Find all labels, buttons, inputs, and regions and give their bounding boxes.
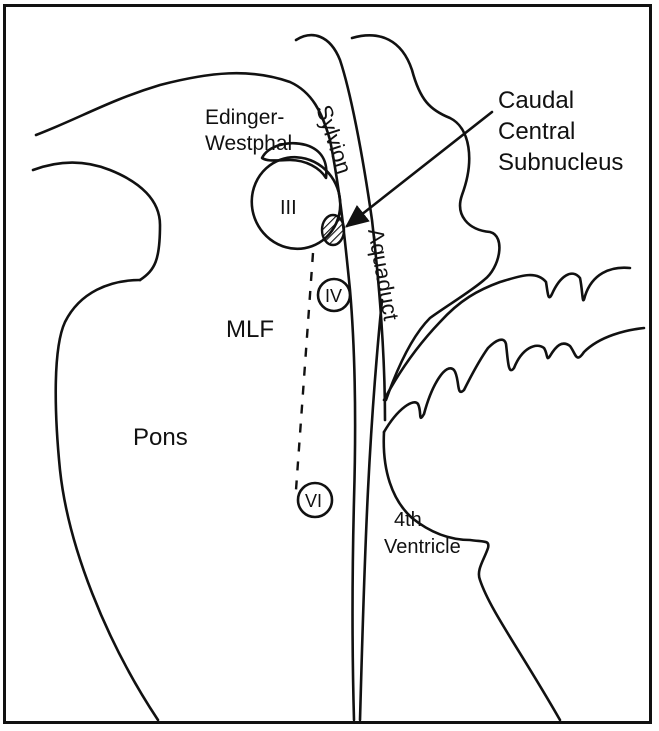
sylvion-label: Sylvion	[311, 102, 357, 177]
midbrain-upper-outline	[36, 73, 355, 720]
edinger-label-line2: Westphal	[205, 132, 292, 155]
ventricle-label-line1: 4th	[394, 509, 422, 531]
cerebellum-folia-top	[384, 268, 630, 400]
nucleus-IV-label: IV	[325, 286, 342, 306]
edinger-label-line1: Edinger-	[205, 106, 284, 129]
mlf-label: MLF	[226, 316, 274, 343]
caudal-label-line3: Subnucleus	[498, 149, 623, 176]
cerebellum-folia-lower	[384, 328, 644, 432]
mlf-dashed-line	[296, 253, 313, 490]
left-lobe-outline	[33, 163, 160, 281]
aquaduct-label: Aquaduct	[363, 227, 404, 323]
caudal-central-arrow	[347, 112, 492, 226]
pons-label: Pons	[133, 424, 188, 451]
pons-outline	[56, 280, 158, 720]
caudal-label-line1: Caudal	[498, 87, 574, 114]
tectum-right-outline	[352, 35, 499, 400]
aqueduct-right-wall	[360, 300, 382, 720]
nucleus-III-label: III	[280, 197, 297, 219]
caudal-central-subnucleus	[322, 215, 344, 245]
nucleus-VI-label: VI	[305, 491, 322, 511]
ventricle-label-line2: Ventricle	[384, 536, 461, 558]
caudal-label-line2: Central	[498, 118, 575, 145]
fourth-ventricle-outline	[384, 432, 560, 720]
